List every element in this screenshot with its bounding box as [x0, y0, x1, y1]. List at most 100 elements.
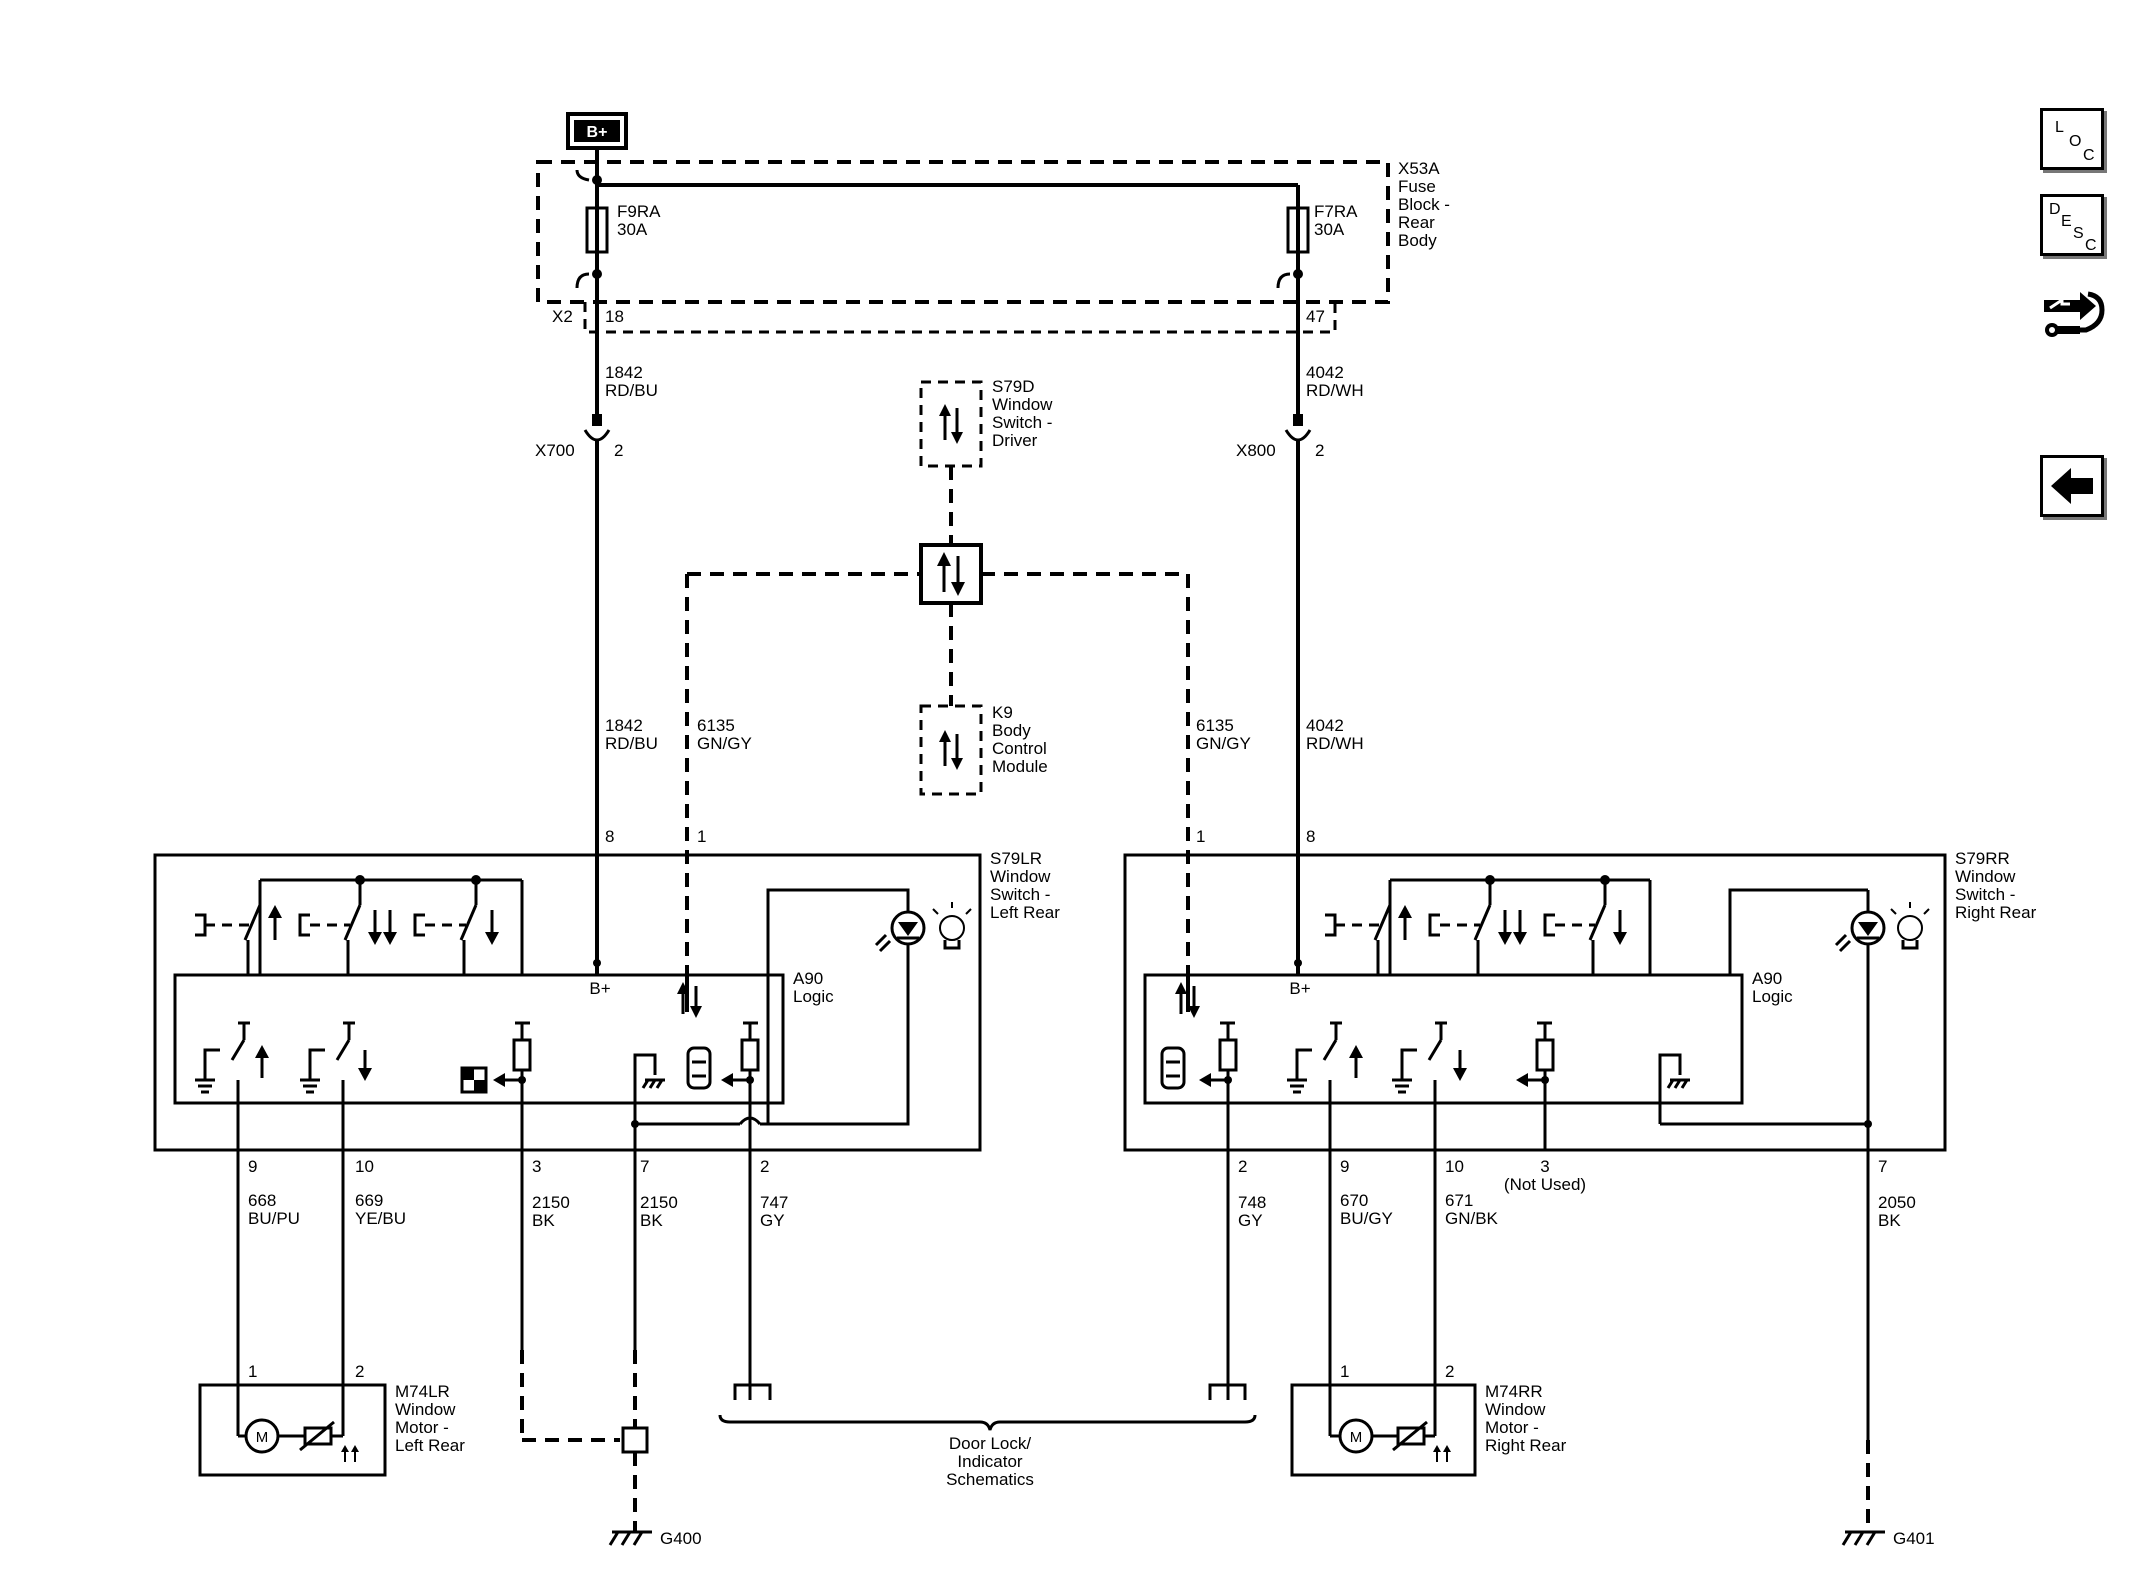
svg-text:K9: K9	[992, 703, 1013, 722]
svg-text:GY: GY	[1238, 1211, 1263, 1230]
svg-text:6135: 6135	[1196, 716, 1234, 735]
svg-text:GN/GY: GN/GY	[1196, 734, 1251, 753]
svg-text:7: 7	[1878, 1157, 1887, 1176]
svg-text:1: 1	[697, 827, 706, 846]
svg-text:GY: GY	[760, 1211, 785, 1230]
svg-text:668: 668	[248, 1191, 276, 1210]
svg-text:10: 10	[1445, 1157, 1464, 1176]
svg-text:Body: Body	[1398, 231, 1437, 250]
svg-text:BK: BK	[532, 1211, 555, 1230]
svg-text:Indicator: Indicator	[957, 1452, 1023, 1471]
svg-text:G401: G401	[1893, 1529, 1935, 1548]
svg-text:X53A: X53A	[1398, 159, 1440, 178]
svg-text:1: 1	[1196, 827, 1205, 846]
svg-text:8: 8	[1306, 827, 1315, 846]
svg-text:Logic: Logic	[1752, 987, 1793, 1006]
svg-text:YE/BU: YE/BU	[355, 1209, 406, 1228]
svg-text:10: 10	[355, 1157, 374, 1176]
right-window-switch: S79RR Window Switch - Right Rear 1 8	[1123, 827, 2037, 1440]
svg-text:9: 9	[1340, 1157, 1349, 1176]
svg-text:671: 671	[1445, 1191, 1473, 1210]
bplus-supply: B+	[566, 112, 1300, 208]
feed-wires: X700 2 X800 2 1842 RD/BU 4042 RD/WH 1842…	[535, 302, 1364, 975]
svg-text:669: 669	[355, 1191, 383, 1210]
svg-text:1: 1	[1340, 1362, 1349, 1381]
svg-text:Left Rear: Left Rear	[990, 903, 1060, 922]
door-lock-reference: Door Lock/ Indicator Schematics	[718, 1383, 1257, 1489]
svg-text:3: 3	[532, 1157, 541, 1176]
svg-text:Window: Window	[990, 867, 1051, 886]
svg-text:6135: 6135	[697, 716, 735, 735]
svg-text:M: M	[256, 1429, 269, 1446]
svg-text:Right Rear: Right Rear	[1955, 903, 2037, 922]
svg-text:B+: B+	[1289, 979, 1310, 998]
right-window-motor: 1 2 M74RR Window Motor - Right Rear M	[1290, 1362, 1567, 1477]
svg-text:30A: 30A	[617, 220, 648, 239]
svg-text:18: 18	[605, 307, 624, 326]
svg-text:S79D: S79D	[992, 377, 1035, 396]
svg-text:F7RA: F7RA	[1314, 202, 1358, 221]
diagnostic-arrows-wrench-icon	[2044, 291, 2105, 337]
svg-text:2: 2	[760, 1157, 769, 1176]
svg-text:BU/PU: BU/PU	[248, 1209, 300, 1228]
svg-text:BU/GY: BU/GY	[1340, 1209, 1393, 1228]
svg-text:7: 7	[640, 1157, 649, 1176]
svg-text:2: 2	[1315, 441, 1324, 460]
svg-text:3: 3	[1540, 1157, 1549, 1176]
svg-text:S79RR: S79RR	[1955, 849, 2010, 868]
svg-text:1842: 1842	[605, 363, 643, 382]
svg-text:Door Lock/: Door Lock/	[949, 1434, 1031, 1453]
svg-text:F9RA: F9RA	[617, 202, 661, 221]
svg-text:Module: Module	[992, 757, 1048, 776]
svg-text:X800: X800	[1236, 441, 1276, 460]
back-arrow-icon	[2051, 468, 2093, 504]
svg-text:1842: 1842	[605, 716, 643, 735]
svg-text:670: 670	[1340, 1191, 1368, 1210]
svg-text:Body: Body	[992, 721, 1031, 740]
lin-network: S79D Window Switch - Driver K9 Body Cont…	[685, 377, 1251, 975]
svg-text:Block -: Block -	[1398, 195, 1450, 214]
svg-text:(Not Used): (Not Used)	[1504, 1175, 1586, 1194]
ground-g401: G401	[1841, 1440, 1935, 1548]
svg-text:2: 2	[614, 441, 623, 460]
diagnostic-icon[interactable]	[2040, 280, 2110, 350]
loc-button[interactable]: L O C	[2040, 108, 2104, 170]
back-button[interactable]	[2040, 455, 2104, 517]
ground-g400: G400	[520, 1350, 702, 1548]
svg-text:X700: X700	[535, 441, 575, 460]
svg-text:2150: 2150	[532, 1193, 570, 1212]
svg-text:S79LR: S79LR	[990, 849, 1042, 868]
svg-text:2: 2	[355, 1362, 364, 1381]
svg-text:B+: B+	[587, 124, 608, 141]
svg-text:RD/WH: RD/WH	[1306, 381, 1364, 400]
svg-text:Right Rear: Right Rear	[1485, 1436, 1567, 1455]
svg-text:Window: Window	[395, 1400, 456, 1419]
svg-text:RD/WH: RD/WH	[1306, 734, 1364, 753]
svg-text:Left Rear: Left Rear	[395, 1436, 465, 1455]
svg-text:M74RR: M74RR	[1485, 1382, 1543, 1401]
svg-text:Switch -: Switch -	[990, 885, 1050, 904]
svg-text:2050: 2050	[1878, 1193, 1916, 1212]
svg-text:X2: X2	[552, 307, 573, 326]
svg-text:747: 747	[760, 1193, 788, 1212]
svg-text:9: 9	[248, 1157, 257, 1176]
svg-text:Window: Window	[1955, 867, 2016, 886]
svg-text:Rear: Rear	[1398, 213, 1435, 232]
svg-text:Switch -: Switch -	[1955, 885, 2015, 904]
svg-text:748: 748	[1238, 1193, 1266, 1212]
svg-text:47: 47	[1306, 307, 1325, 326]
desc-button[interactable]: D E S C	[2040, 194, 2104, 256]
svg-text:Fuse: Fuse	[1398, 177, 1436, 196]
svg-text:M: M	[1350, 1429, 1363, 1446]
svg-text:BK: BK	[640, 1211, 663, 1230]
svg-text:2: 2	[1445, 1362, 1454, 1381]
svg-text:2150: 2150	[640, 1193, 678, 1212]
svg-text:G400: G400	[660, 1529, 702, 1548]
svg-text:1: 1	[248, 1362, 257, 1381]
left-window-switch: S79LR Window Switch - Left Rear 8 1	[153, 827, 1060, 1430]
fuse-block: X53A Fuse Block - Rear Body X2 F9RA 30A …	[536, 159, 1450, 334]
svg-text:Logic: Logic	[793, 987, 834, 1006]
svg-text:2: 2	[1238, 1157, 1247, 1176]
svg-text:4042: 4042	[1306, 716, 1344, 735]
svg-text:A90: A90	[1752, 969, 1782, 988]
